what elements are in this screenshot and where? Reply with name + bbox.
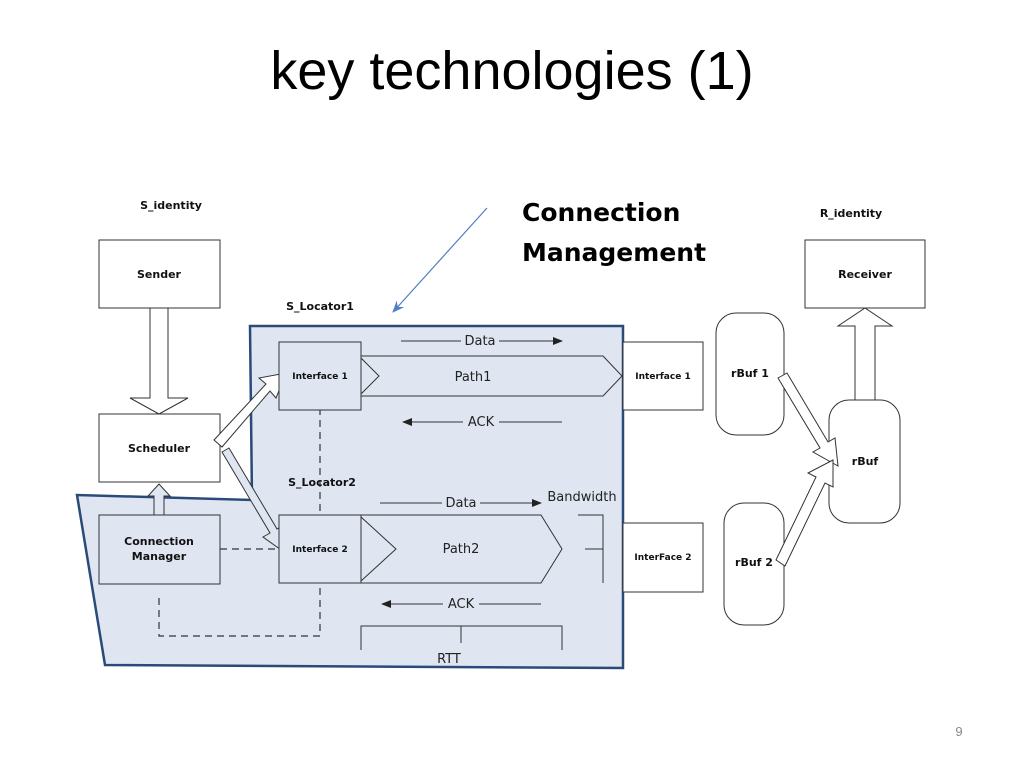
- rtt-bracket: [360, 625, 563, 650]
- page-number: 9: [955, 724, 963, 739]
- bandwidth-bracket: [578, 514, 604, 583]
- slide-title: key technologies (1): [270, 41, 754, 101]
- interface2-right-box: [622, 522, 704, 593]
- interface1-left-label: Interface 1: [292, 372, 347, 382]
- data1-label: Data: [464, 334, 495, 349]
- rbuf-label: rBuf: [852, 455, 879, 468]
- s-identity-label: S_identity: [140, 199, 202, 212]
- sender-box: [98, 239, 221, 309]
- rbuf2-label: rBuf 2: [735, 556, 773, 569]
- path1-chevron: [360, 357, 380, 395]
- interface2-right-label: InterFace 2: [634, 553, 691, 563]
- interface2-left-box: [278, 514, 362, 584]
- rbuf-to-receiver-arrow: [836, 307, 894, 401]
- bandwidth-label: Bandwidth: [547, 490, 616, 505]
- rtt-label: RTT: [437, 652, 461, 667]
- ack2-label: ACK: [448, 597, 475, 612]
- connection-manager-label-line1: Connection: [124, 535, 194, 548]
- connection-management-callout: Connection Management: [522, 193, 706, 273]
- sender-to-scheduler-arrow: [129, 307, 189, 415]
- path1-arrow: [360, 355, 623, 397]
- scheduler-label: Scheduler: [128, 442, 191, 455]
- interface2-left-label: Interface 2: [292, 545, 347, 555]
- rbuf1-label: rBuf 1: [731, 367, 769, 380]
- manager-to-scheduler-arrow: [146, 483, 172, 516]
- rbuf1-to-rbuf-arrow: [777, 372, 839, 467]
- interface1-left-box: [278, 341, 362, 411]
- s-locator2-label: S_Locator2: [288, 476, 356, 489]
- connection-manager-label-line2: Manager: [132, 550, 187, 563]
- callout-line1: Connection: [522, 198, 681, 227]
- interface1-right-box: [622, 341, 704, 411]
- rbuf1-box: [715, 312, 785, 436]
- receiver-label: Receiver: [838, 268, 892, 281]
- scheduler-box: [98, 413, 221, 483]
- s-locator1-label: S_Locator1: [286, 300, 354, 313]
- receiver-box: [804, 239, 926, 309]
- ack1-label: ACK: [468, 415, 495, 430]
- sender-label: Sender: [137, 268, 182, 281]
- connection-manager-box: [98, 514, 221, 585]
- interface1-right-label: Interface 1: [635, 372, 690, 382]
- data2-label: Data: [445, 496, 476, 511]
- path2-label: Path2: [443, 542, 480, 557]
- callout-line2: Management: [522, 238, 707, 267]
- rbuf2-to-rbuf-arrow: [775, 459, 834, 567]
- callout-pointer-arrow: [392, 207, 488, 313]
- path1-label: Path1: [455, 370, 492, 385]
- path2-chevron: [360, 516, 397, 582]
- r-identity-label: R_identity: [820, 207, 882, 220]
